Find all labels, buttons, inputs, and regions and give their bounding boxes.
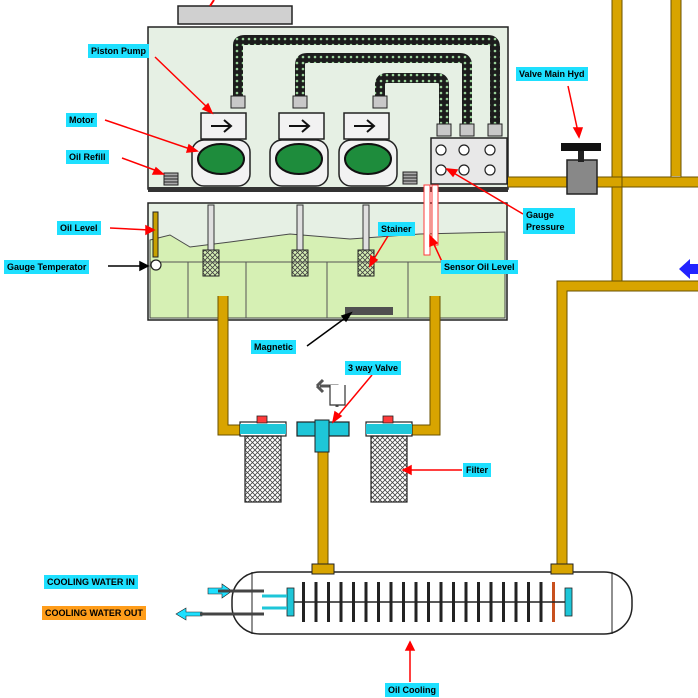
piston-pump-1 <box>200 112 247 140</box>
label-oil-refill: Oil Refill <box>66 150 109 164</box>
water-inlet <box>207 583 264 599</box>
oil-refill-cap <box>163 172 179 186</box>
direction-arrow-icon <box>211 119 233 133</box>
sensor-oil-level-rod-2 <box>431 184 439 246</box>
strainers <box>202 204 375 277</box>
label-gauge-pressure: Gauge Pressure <box>523 208 575 234</box>
label-strainer: Stainer <box>378 222 415 236</box>
breather-cap <box>402 171 418 185</box>
label-gauge-temperature: Gauge Temperator <box>4 260 90 274</box>
motor-1 <box>191 139 251 187</box>
magnetic-plug <box>345 307 393 315</box>
top-cap <box>177 5 293 25</box>
piston-pump-3 <box>343 112 390 140</box>
label-motor: Motor <box>66 113 97 127</box>
piston-pump-2 <box>278 112 325 140</box>
label-piston-pump: Piston Pump <box>88 44 150 58</box>
label-three-way-valve: 3 way Valve <box>345 361 402 375</box>
label-filter: Filter <box>463 463 492 477</box>
valve-handle-icon <box>561 143 601 151</box>
oil-cooler <box>231 563 633 635</box>
flow-arrow-icon <box>679 259 698 279</box>
label-cooling-water-out: COOLING WATER OUT <box>42 606 146 620</box>
filter-right <box>365 415 413 503</box>
sensor-oil-level-rod <box>423 184 431 256</box>
three-way-valve <box>296 378 350 453</box>
direction-arrow-icon <box>289 119 311 133</box>
pointer-arrows <box>104 56 584 682</box>
hose-fittings <box>230 95 503 137</box>
motor-2 <box>269 139 329 187</box>
label-magnetic: Magnetic <box>251 340 297 354</box>
pointer-arrows-black <box>108 260 353 347</box>
cooler-tubes <box>294 582 565 622</box>
gauge-manifold <box>430 137 508 185</box>
direction-arrow-icon <box>354 119 376 133</box>
water-outlet <box>175 607 264 621</box>
temperature-gauge <box>150 259 162 271</box>
motor-3 <box>338 139 398 187</box>
label-valve-main-hyd: Valve Main Hyd <box>516 67 588 81</box>
oil-level-sight <box>152 211 159 258</box>
filter-left <box>239 415 287 503</box>
tank-divider <box>148 187 508 192</box>
pump-hoses <box>233 35 500 124</box>
label-sensor-oil-level: Sensor Oil Level <box>441 260 518 274</box>
valve-main-hyd <box>561 143 601 195</box>
label-oil-cooling: Oil Cooling <box>385 683 439 697</box>
label-cooling-water-in: COOLING WATER IN <box>44 575 138 589</box>
label-oil-level: Oil Level <box>57 221 101 235</box>
